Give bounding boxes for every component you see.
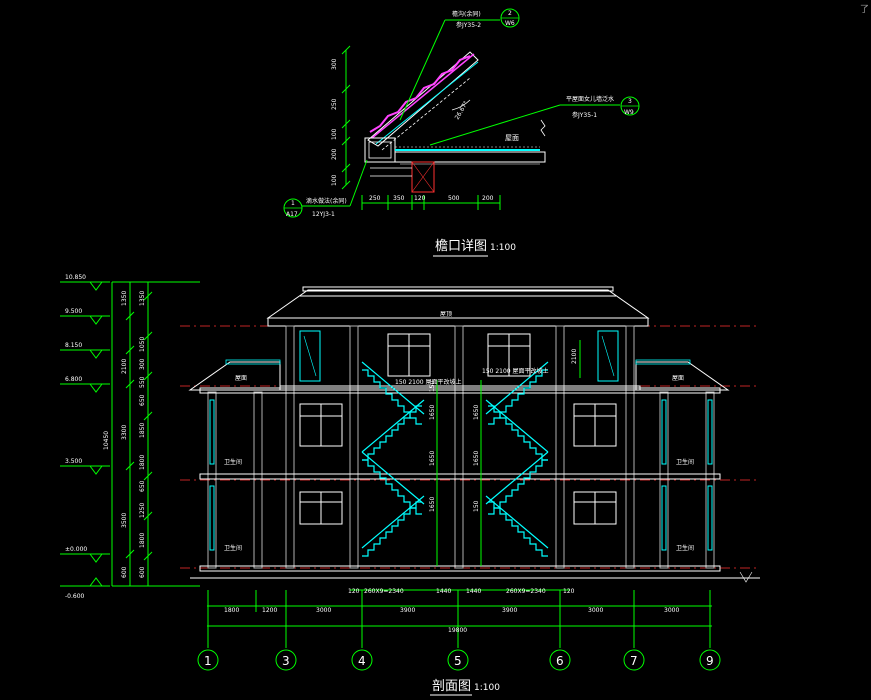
callout-drip-num: 1	[291, 200, 295, 207]
callout-drip-label: 滴水做法(余同)	[306, 197, 347, 205]
detail-roof-label: 屋面	[505, 134, 519, 142]
corner-mark: 了	[859, 5, 869, 15]
detail-hdim-4: 500	[448, 195, 460, 202]
detail-hdim-2: 350	[393, 195, 405, 202]
callout-drip: 1 A17 滴水做法(余同) 12YJ3-1	[283, 159, 368, 218]
callout-gutter-num: 2	[508, 10, 512, 17]
stair-dim-5: 1650	[473, 451, 480, 466]
detail-vdim-5: 100	[331, 174, 338, 186]
bottom-dim-2: 1200	[262, 607, 277, 614]
stair-dim-3: 1650	[429, 497, 436, 512]
left-col2-dim-3: 300	[139, 358, 146, 370]
left-col2-dim-1: 1350	[139, 291, 146, 306]
bottom-dim-1: 1800	[224, 607, 239, 614]
left-col2-dim-7: 1800	[139, 455, 146, 470]
left-col2-dim-10: 1800	[139, 533, 146, 548]
callout-gutter-ref: 参JY35-2	[456, 21, 481, 29]
section-title: 剖面图	[432, 679, 471, 694]
label-bath-l1: 卫生间	[224, 544, 242, 552]
axis-3: 3	[282, 654, 290, 668]
left-col1-dim-1: 1350	[121, 291, 128, 306]
stair-run-1: 120	[348, 588, 360, 595]
bottom-dim-7: 3000	[664, 607, 679, 614]
elev-2: 9.500	[65, 308, 82, 315]
callout-drip-ref: 12YJ3-1	[312, 211, 335, 218]
axis-5: 5	[454, 654, 462, 668]
left-col2-dim-4: 550	[139, 376, 146, 388]
building-section: 1650 1650 1650 1650 1650 150 150 屋顶 屋面 屋…	[60, 274, 760, 696]
stair-dim-0: 150	[429, 380, 436, 392]
left-col2-dim-5: 650	[139, 394, 146, 406]
callout-parapet: 3 W9 平屋面女儿墙泛水 参JY35-1	[429, 95, 640, 146]
callout-parapet-label: 平屋面女儿墙泛水	[566, 95, 614, 103]
stair-run-5: 260X9=2340	[506, 588, 546, 595]
left-col1-dim-3: 3300	[121, 425, 128, 440]
left-col2-dim-11: 600	[139, 566, 146, 578]
callout-drip-sheet: A17	[286, 211, 298, 218]
stair-run-3: 1440	[436, 588, 451, 595]
left-col2-dim-9: 1250	[139, 503, 146, 518]
stair-run-2: 260X9=2340	[364, 588, 404, 595]
callout-gutter-sheet: W6	[505, 20, 515, 27]
axis-9: 9	[706, 654, 714, 668]
bottom-dim-3: 3000	[316, 607, 331, 614]
left-col1-dim-5: 600	[121, 566, 128, 578]
bottom-dim-4: 3900	[400, 607, 415, 614]
left-col2-dim-2: 1050	[139, 337, 146, 352]
elev-1: 10.850	[65, 274, 86, 281]
label-left-upper: 屋面	[235, 375, 247, 382]
left-col1-dim-4: 3500	[121, 513, 128, 528]
axis-1: 1	[204, 654, 212, 668]
stair-dim-4: 1650	[473, 405, 480, 420]
elev-4: 6.800	[65, 376, 82, 383]
right-dim: 2100	[571, 349, 578, 364]
callout-parapet-sheet: W9	[624, 109, 634, 116]
callout-gutter: 2 W6 檐沟(余同) 参JY35-2	[399, 8, 520, 121]
left-col1-dim-2: 2100	[121, 359, 128, 374]
elev-6: ±0.000	[65, 546, 87, 553]
label-right-upper: 屋面	[672, 375, 684, 382]
callout-parapet-ref: 参JY35-1	[572, 111, 597, 119]
bottom-dim-6: 3000	[588, 607, 603, 614]
label-roof: 屋顶	[440, 311, 452, 318]
detail-scale: 1:100	[490, 243, 516, 253]
elev-3: 8.150	[65, 342, 82, 349]
detail-vdim-3: 100	[331, 128, 338, 140]
stair-dim-1: 1650	[429, 405, 436, 420]
eave-detail: 300 250 100 200 100 26.67° 屋面	[283, 8, 640, 257]
axis-4: 4	[358, 654, 366, 668]
label-bath-r2: 卫生间	[676, 458, 694, 466]
left-col2-dim-8: 650	[139, 480, 146, 492]
elevation-markers: 10.850 9.500 8.150 6.800 3.500 ±0.000 -0…	[60, 274, 110, 600]
stair-dim-6: 150	[473, 500, 480, 512]
label-stair-note-right: 150 2100 屋面平改坡上	[482, 367, 549, 375]
elev-7: -0.600	[65, 593, 85, 600]
detail-hdim-5: 200	[482, 195, 494, 202]
axis-6: 6	[556, 654, 564, 668]
section-scale: 1:100	[474, 683, 500, 693]
detail-title: 檐口详图	[435, 239, 487, 254]
stair-dim-2: 1650	[429, 451, 436, 466]
axis-7: 7	[630, 654, 638, 668]
detail-vdim-2: 250	[331, 98, 338, 110]
bottom-dim-5: 3900	[502, 607, 517, 614]
label-stair-note-left: 150 2100 屋面平改坡上	[395, 378, 462, 386]
left-col2-dim-6: 1850	[139, 423, 146, 438]
detail-vdim-4: 200	[331, 148, 338, 160]
axis-bubbles: 1 3 4 5 6 7 9	[197, 649, 721, 671]
label-bath-r1: 卫生间	[676, 544, 694, 552]
stair-run-4: 1440	[466, 588, 481, 595]
elev-5: 3.500	[65, 458, 82, 465]
stair-run-6: 120	[563, 588, 575, 595]
total-dim: 19800	[448, 627, 467, 634]
callout-gutter-label: 檐沟(余同)	[452, 10, 481, 18]
detail-vdim-1: 300	[331, 58, 338, 70]
slope-angle: 26.67°	[454, 100, 470, 121]
detail-hdim-1: 250	[369, 195, 381, 202]
label-bath-l2: 卫生间	[224, 458, 242, 466]
detail-hdim-3: 120	[414, 195, 426, 202]
callout-parapet-num: 3	[628, 98, 632, 105]
left-outer-dim: 10450	[103, 431, 110, 450]
